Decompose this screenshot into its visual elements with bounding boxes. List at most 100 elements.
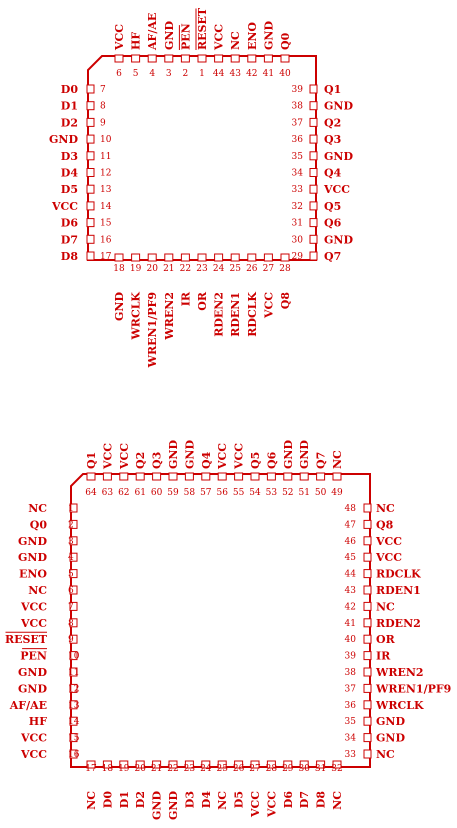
pin-pad	[69, 569, 78, 579]
pin-name: PEN	[179, 23, 192, 50]
pin-name: VCC	[213, 24, 226, 51]
pin-name: NC	[376, 748, 395, 761]
pin-number: 49	[331, 488, 343, 498]
pin-number: 21	[151, 764, 162, 774]
pin-number: 1	[199, 69, 205, 79]
pin-name: GND	[376, 732, 405, 745]
pin-pad	[309, 134, 318, 144]
pin-number: 21	[163, 264, 174, 274]
pin-number: 6	[116, 69, 122, 79]
pin-name: Q3	[151, 452, 164, 469]
pin-number: 23	[196, 264, 208, 274]
pin-name: VCC	[113, 24, 126, 51]
pin-pad	[69, 503, 78, 513]
pin-name: Q6	[265, 451, 278, 469]
pin-name: WREN2	[375, 666, 424, 679]
pin-number: 7	[100, 85, 106, 95]
pin-pad	[309, 84, 318, 94]
pin-name: D2	[61, 116, 78, 129]
pin-name: GND	[324, 233, 353, 246]
pin-number: 1	[68, 504, 74, 514]
pin-pad	[69, 683, 78, 693]
pin-number: 16	[68, 750, 80, 760]
pin-pad	[69, 634, 78, 644]
pin-number: 27	[263, 264, 275, 274]
pin-number: 4	[68, 553, 74, 563]
pin-name: GND	[113, 292, 126, 321]
pin-pad	[363, 749, 372, 759]
pin-name: D1	[61, 100, 78, 113]
pin-number: 57	[200, 488, 212, 498]
pin-pad	[363, 536, 372, 546]
pin-name: GND	[183, 440, 196, 469]
pin-name: GND	[298, 440, 311, 469]
pin-pad	[316, 760, 326, 769]
pin-pad	[217, 760, 227, 769]
pin-pad	[168, 760, 178, 769]
pin-number: 39	[292, 85, 304, 95]
pin-number: 5	[68, 570, 74, 580]
pin-pad	[316, 472, 326, 481]
pin-number: 42	[345, 602, 356, 612]
pin-number: 7	[68, 602, 74, 612]
pin-pad	[283, 472, 293, 481]
pin-pad	[309, 184, 318, 194]
pin-number: 18	[113, 264, 125, 274]
pin-number: 43	[229, 69, 241, 79]
pin-name: NC	[376, 600, 395, 613]
pin-name: WRCLK	[130, 292, 143, 341]
pin-name: VCC	[265, 791, 278, 818]
pin-number: 26	[246, 264, 258, 274]
pin-name: D6	[61, 217, 79, 230]
pin-number: 12	[68, 684, 79, 694]
pin-number: 13	[100, 185, 112, 195]
pin-pad	[180, 253, 190, 262]
pin-number: 55	[233, 488, 245, 498]
pin-number: 23	[184, 764, 196, 774]
pin-name: D8	[61, 250, 79, 263]
pin-name: D3	[61, 150, 78, 163]
pin-pad	[332, 472, 342, 481]
pin-number: 63	[102, 488, 114, 498]
pin-name: D7	[298, 791, 311, 808]
pin-name: VCC	[375, 551, 402, 564]
pin-number: 64	[85, 488, 97, 498]
pin-pad	[234, 760, 244, 769]
pin-name: VCC	[323, 183, 350, 196]
pin-number: 25	[229, 264, 241, 274]
pin-name: WRCLK	[375, 699, 424, 712]
pin-name: RDEN1	[229, 292, 242, 337]
pin-number: 36	[345, 701, 357, 711]
pin-name: GND	[151, 791, 164, 820]
pin-name: D3	[183, 791, 196, 808]
pin-pad	[363, 683, 372, 693]
pin-number: 28	[279, 264, 291, 274]
pin-number: 11	[100, 152, 111, 162]
pin-name: RDEN1	[376, 584, 421, 597]
pin-pad	[86, 218, 95, 228]
pin-pad	[69, 618, 78, 628]
pin-pad	[69, 733, 78, 743]
pin-name: VCC	[233, 443, 246, 470]
pin-number: 43	[345, 586, 357, 596]
pin-pad	[131, 54, 141, 63]
pin-pad	[250, 760, 260, 769]
pin-pad	[363, 651, 372, 661]
pin-pad	[309, 251, 318, 261]
pin-name: NC	[85, 791, 98, 810]
pin-name: GND	[167, 440, 180, 469]
pin-pad	[309, 151, 318, 161]
pin-pad	[114, 54, 124, 63]
pin-pad	[363, 519, 372, 529]
pin-pad	[69, 536, 78, 546]
pin-number: 30	[298, 764, 310, 774]
pin-pad	[230, 54, 240, 63]
pin-name: Q4	[324, 167, 342, 180]
pin-name: IR	[376, 650, 391, 663]
pin-number: 35	[292, 152, 304, 162]
pin-number: 38	[292, 102, 304, 112]
pin-pad	[168, 472, 178, 481]
pin-pad	[197, 253, 207, 262]
pin-number: 33	[292, 185, 304, 195]
pin-name: GND	[49, 133, 78, 146]
